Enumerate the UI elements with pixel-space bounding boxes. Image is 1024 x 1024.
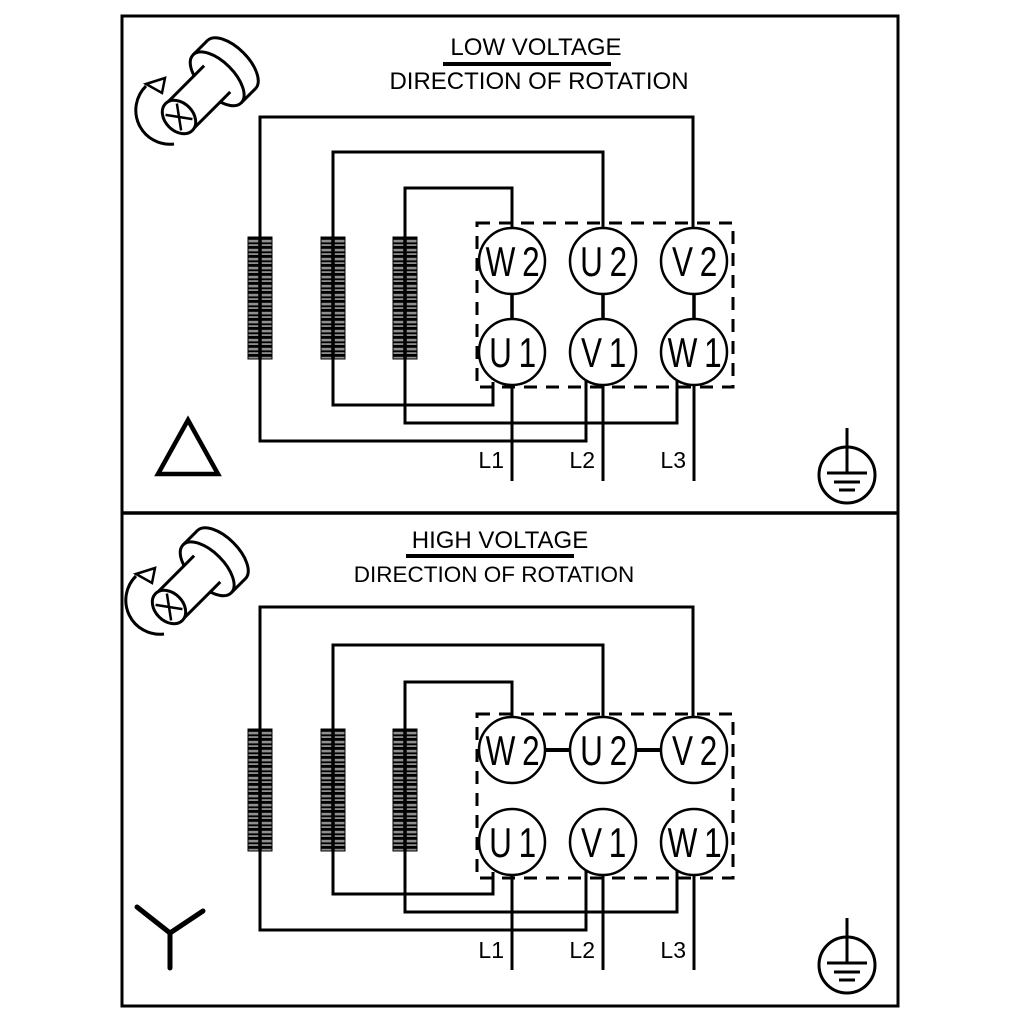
supply-label-l2: L2 [569, 447, 595, 473]
coil-2 [319, 727, 347, 853]
terminal-label: U2 [580, 727, 634, 775]
delta-connection-icon [154, 415, 222, 477]
supply-label-l1: L1 [478, 447, 504, 473]
terminal-links [510, 294, 696, 319]
ground-icon [817, 426, 877, 505]
terminal-circle-u1 [477, 807, 547, 877]
terminal-circle-w1 [659, 807, 729, 877]
terminal-label: V1 [581, 819, 633, 867]
terminal-label: V2 [672, 238, 724, 286]
terminal-label: W2 [486, 727, 547, 775]
bottom-wires [258, 851, 696, 970]
terminal-circle-u2 [568, 715, 638, 785]
coil-3 [391, 727, 419, 853]
bottom-wires [258, 359, 696, 481]
terminal-label: V2 [672, 727, 724, 775]
supply-label-l2: L2 [569, 937, 595, 963]
terminal-circle-w1 [659, 317, 729, 387]
rotating-shaft-icon [124, 517, 259, 643]
top-wires [258, 115, 695, 237]
terminal-circle-w2 [477, 226, 547, 296]
terminal-circle-v2 [659, 226, 729, 296]
terminal-labels: W2 U2 V2 U1 V1 W1 [486, 238, 729, 377]
supply-labels: L1 L2 L3 [478, 447, 686, 473]
terminal-circle-u2 [568, 226, 638, 296]
rotating-shaft-icon [134, 27, 269, 153]
supply-label-l3: L3 [660, 937, 686, 963]
terminal-label: U1 [489, 329, 543, 377]
coil-1 [246, 235, 274, 361]
supply-label-l1: L1 [478, 937, 504, 963]
terminal-label: V1 [581, 329, 633, 377]
terminals [477, 715, 729, 877]
terminal-circle-u1 [477, 317, 547, 387]
supply-label-l3: L3 [660, 447, 686, 473]
terminal-labels: W2 U2 V2 U1 V1 W1 [486, 727, 729, 867]
coil-2 [319, 235, 347, 361]
coil-1 [246, 727, 274, 853]
rotation-arrowhead [132, 566, 157, 585]
coil-3 [391, 235, 419, 361]
terminal-board-outline [475, 221, 735, 389]
outer-border [120, 14, 900, 1008]
low-voltage-panel: LOW VOLTAGE DIRECTION OF ROTATION [134, 27, 877, 505]
top-wires [258, 605, 695, 730]
panel-subtitle: DIRECTION OF ROTATION [389, 68, 688, 95]
supply-labels: L1 L2 L3 [478, 937, 686, 963]
panel-subtitle: DIRECTION OF ROTATION [354, 562, 634, 587]
terminal-circle-v1 [568, 807, 638, 877]
terminal-label: U1 [489, 819, 543, 867]
terminal-circle-w2 [477, 715, 547, 785]
terminal-circle-v1 [568, 317, 638, 387]
rotation-arrowhead [142, 76, 167, 95]
panel-title: LOW VOLTAGE [450, 34, 621, 61]
star-connection-icon [134, 904, 206, 971]
terminal-label: U2 [580, 238, 634, 286]
terminal-label: W2 [486, 238, 547, 286]
terminals [477, 226, 729, 387]
ground-icon [817, 916, 877, 995]
terminal-label: W1 [668, 819, 729, 867]
terminal-label: W1 [668, 329, 729, 377]
panel-title: HIGH VOLTAGE [412, 527, 588, 554]
high-voltage-panel: HIGH VOLTAGE DIRECTION OF ROTATION [124, 517, 877, 995]
terminal-board-outline [475, 712, 735, 880]
terminal-circle-v2 [659, 715, 729, 785]
